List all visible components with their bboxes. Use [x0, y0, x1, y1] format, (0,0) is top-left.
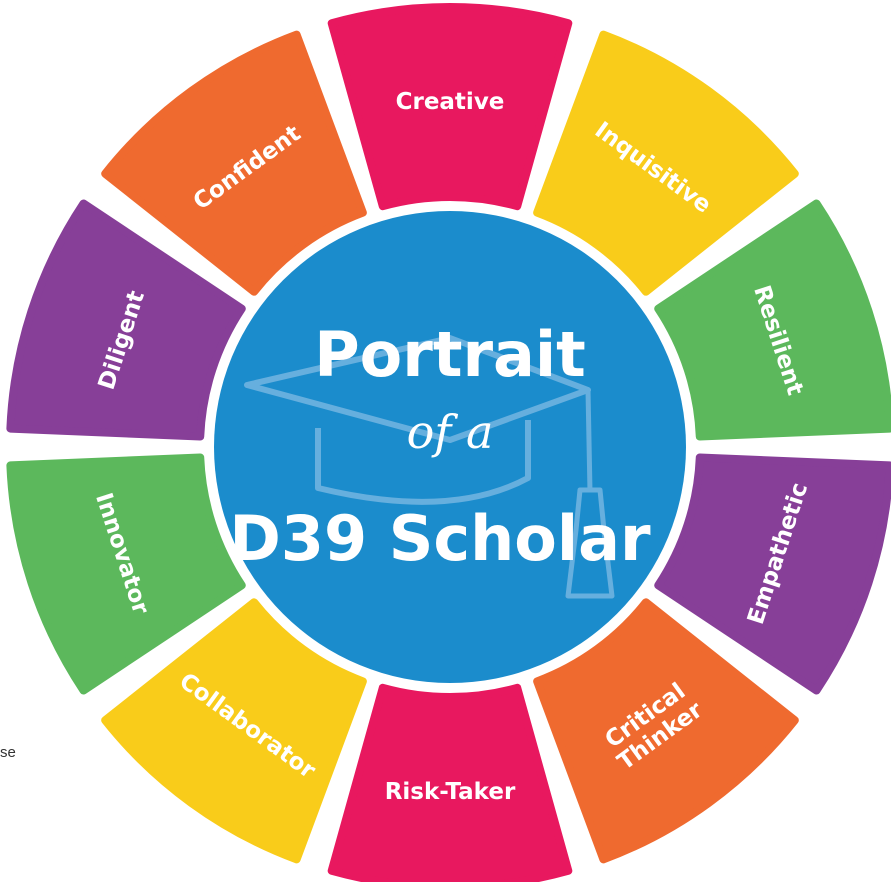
segment-confident: [101, 30, 367, 296]
segment-label-risk-taker: Risk-Taker: [385, 779, 516, 805]
segment-label-creative: Creative: [396, 89, 505, 115]
segment-creative: [327, 3, 573, 211]
segment-resilient: [654, 199, 891, 441]
segment-critical-thinker: [533, 598, 799, 864]
segment-inquisitive: [533, 30, 799, 296]
center-circle: [214, 211, 686, 683]
segment-risk-taker: [327, 683, 573, 882]
segment-innovator: [6, 453, 246, 695]
stray-text-fragment: se: [0, 744, 16, 761]
segments-ring: CreativeInquisitiveResilientEmpatheticCr…: [6, 3, 891, 882]
segment-empathetic: [654, 453, 891, 695]
graduation-cap-icon: [244, 335, 615, 599]
title-line-2: of a: [407, 405, 494, 459]
segment-diligent: [6, 199, 246, 441]
title-line-1: Portrait: [314, 318, 586, 391]
title-line-3: D39 Scholar: [229, 502, 651, 575]
segment-collaborator: [101, 598, 367, 864]
